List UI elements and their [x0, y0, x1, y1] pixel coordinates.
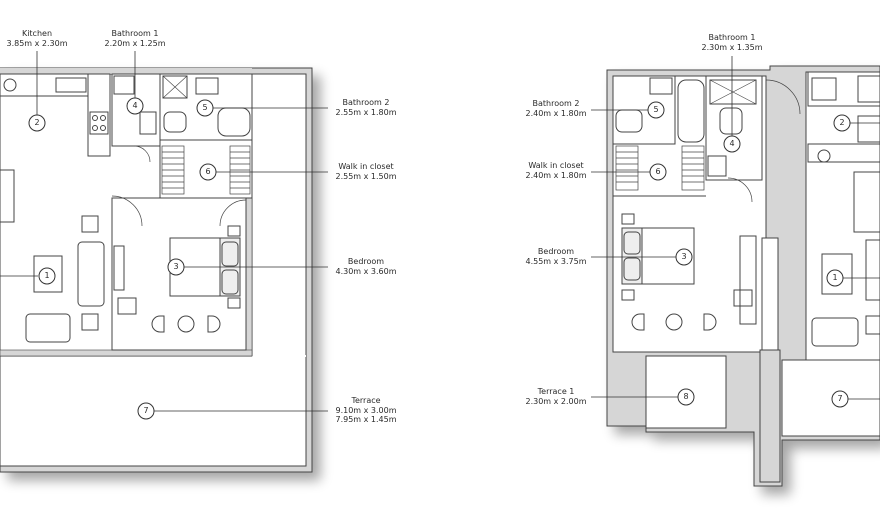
room-name: Bathroom 2	[342, 98, 390, 107]
marker-4: 4	[729, 139, 735, 148]
bathroom2-label: Bathroom 2 2.55m x 1.80m	[335, 98, 396, 117]
marker-5: 5	[653, 105, 659, 114]
right-apartment-plan	[591, 56, 880, 487]
marker-3: 3	[681, 252, 687, 261]
walk-in-closet-label: Walk in closet 2.55m x 1.50m	[335, 162, 396, 181]
marker-1: 1	[832, 273, 838, 282]
bedroom-label: Bedroom 4.30m x 3.60m	[335, 257, 396, 276]
terrace-label: Terrace 9.10m x 3.00m 7.95m x 1.45m	[335, 396, 396, 425]
marker-1: 1	[44, 271, 50, 280]
right-bathroom2-label: Bathroom 2 2.40m x 1.80m	[525, 99, 586, 118]
kitchen-label: Kitchen 3.85m x 2.30m	[6, 29, 67, 48]
marker-2: 2	[34, 118, 40, 127]
marker-7: 7	[143, 406, 149, 415]
room-size: 2.55m x 1.80m	[335, 107, 397, 117]
room-size: 7.95m x 1.45m	[335, 415, 397, 424]
room-size: 2.55m x 1.50m	[335, 171, 397, 181]
room-size: 9.10m x 3.00m	[335, 405, 397, 415]
room-size: 4.30m x 3.60m	[335, 266, 397, 276]
room-size: 2.30m x 2.00m	[525, 396, 587, 406]
room-name: Walk in closet	[338, 162, 394, 171]
room-name: Bathroom 1	[708, 33, 756, 42]
room-name: Bathroom 2	[532, 99, 580, 108]
room-size: 2.40m x 1.80m	[525, 108, 587, 118]
room-name: Terrace 1	[537, 387, 575, 396]
marker-5: 5	[202, 103, 208, 112]
room-name: Kitchen	[21, 29, 53, 38]
room-name: Walk in closet	[528, 161, 584, 170]
room-name: Bedroom	[537, 247, 575, 256]
room-name: Terrace	[351, 396, 381, 405]
right-terrace1-label: Terrace 1 2.30m x 2.00m	[525, 387, 586, 406]
marker-8: 8	[683, 392, 689, 401]
room-name: Bathroom 1	[111, 29, 159, 38]
marker-2: 2	[839, 118, 845, 127]
marker-7: 7	[837, 394, 843, 403]
room-size: 2.30m x 1.35m	[701, 42, 763, 52]
right-walk-in-closet-label: Walk in closet 2.40m x 1.80m	[525, 161, 586, 180]
marker-3: 3	[173, 262, 179, 271]
right-bedroom-label: Bedroom 4.55m x 3.75m	[525, 247, 586, 266]
marker-6: 6	[205, 167, 211, 176]
room-size: 2.40m x 1.80m	[525, 170, 587, 180]
room-size: 2.20m x 1.25m	[104, 38, 166, 48]
right-bathroom1-label: Bathroom 1 2.30m x 1.35m	[701, 33, 762, 52]
left-apartment-plan	[0, 51, 328, 473]
room-size: 3.85m x 2.30m	[6, 38, 68, 48]
marker-6: 6	[655, 167, 661, 176]
marker-4: 4	[132, 101, 138, 110]
bathroom1-label: Bathroom 1 2.20m x 1.25m	[104, 29, 165, 48]
room-name: Bedroom	[347, 257, 385, 266]
room-size: 4.55m x 3.75m	[525, 256, 587, 266]
